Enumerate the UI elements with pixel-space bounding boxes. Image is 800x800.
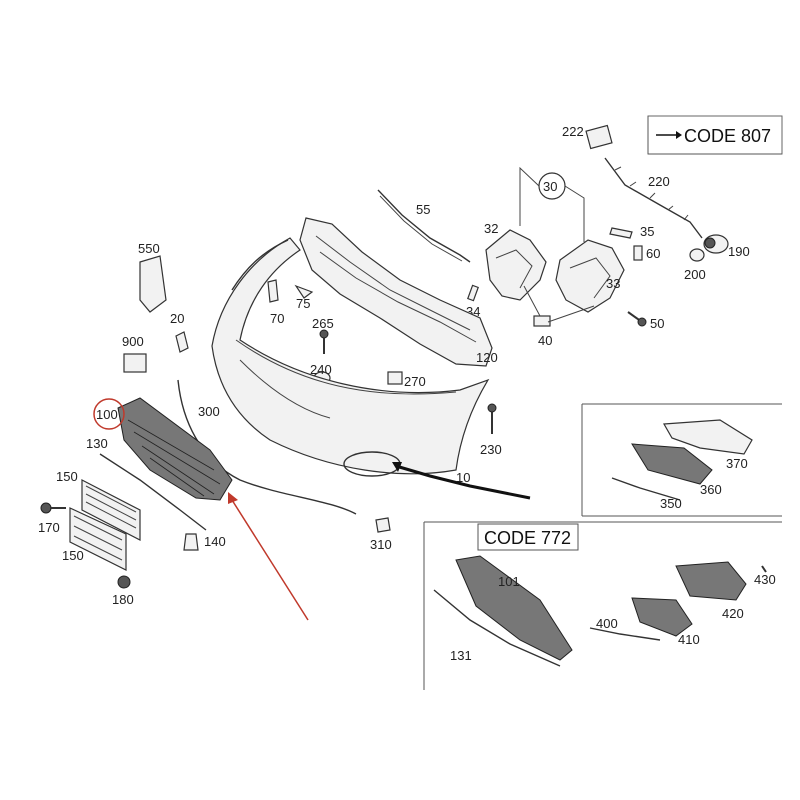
part-150-upper [81, 479, 141, 541]
part-270 [387, 371, 403, 385]
part-190-sensor [689, 234, 729, 262]
callout-120: 120 [476, 350, 498, 365]
callout-130: 130 [86, 436, 108, 451]
callout-131: 131 [450, 648, 472, 663]
part-170-screw [40, 502, 66, 514]
callout-75: 75 [296, 296, 310, 311]
part-140 [183, 533, 199, 551]
highlight-arrow [231, 499, 309, 621]
part-100-grille [117, 397, 233, 501]
callout-270: 270 [404, 374, 426, 389]
part-900 [123, 353, 147, 373]
callout-150-upper: 150 [56, 469, 78, 484]
code-772-box: CODE 772 [423, 521, 782, 690]
arrow-icon [228, 492, 238, 504]
callout-240: 240 [310, 362, 332, 377]
callout-550: 550 [138, 241, 160, 256]
code-807-label: CODE 807 [684, 126, 771, 146]
part-410 [631, 597, 693, 637]
callout-220: 220 [648, 174, 670, 189]
callout-40: 40 [538, 333, 552, 348]
callout-140: 140 [204, 534, 226, 549]
callout-33: 33 [606, 276, 620, 291]
part-420 [675, 561, 747, 601]
callout-900: 900 [122, 334, 144, 349]
part-350 [611, 477, 681, 501]
callout-310: 310 [370, 537, 392, 552]
callout-55: 55 [416, 202, 430, 217]
callout-170: 170 [38, 520, 60, 535]
code-772-label: CODE 772 [484, 528, 571, 548]
part-75 [294, 284, 314, 299]
part-230-screw [487, 403, 497, 434]
callout-222: 222 [562, 124, 584, 139]
callout-300: 300 [198, 404, 220, 419]
callout-20: 20 [170, 311, 184, 326]
callout-265: 265 [312, 316, 334, 331]
callout-430: 430 [754, 572, 776, 587]
callout-60: 60 [646, 246, 660, 261]
arrow-icon [392, 462, 402, 472]
part-70 [267, 279, 279, 303]
part-33-bracket [555, 239, 625, 313]
part-400 [589, 627, 661, 641]
part-370 [663, 419, 753, 455]
callout-70: 70 [270, 311, 284, 326]
part-10-bumper-cover [211, 237, 490, 477]
callout-100: 100 [96, 407, 118, 422]
part-200-ring [689, 248, 705, 262]
part-35 [609, 227, 633, 239]
callout-410: 410 [678, 632, 700, 647]
part-310 [375, 517, 391, 533]
callout-150-lower: 150 [62, 548, 84, 563]
callout-32: 32 [484, 221, 498, 236]
part-222-connector [585, 124, 613, 150]
part-360 [631, 443, 713, 485]
part-50-bolt [627, 311, 647, 327]
callout-35: 35 [640, 224, 654, 239]
callout-30: 30 [543, 179, 557, 194]
part-34 [467, 284, 479, 302]
part-265-screw [319, 329, 329, 354]
highlight-circle [93, 398, 125, 430]
callout-350: 350 [660, 496, 682, 511]
callout-10: 10 [456, 470, 470, 485]
part-32-bracket [485, 229, 547, 301]
callout-101: 101 [498, 574, 520, 589]
code-807-box: CODE 807 [647, 115, 783, 155]
inset-fog-lamp-box [581, 403, 782, 517]
part-101 [455, 555, 573, 661]
arrow-icon [676, 131, 682, 139]
part-220-harness [585, 124, 703, 239]
callout-360: 360 [700, 482, 722, 497]
callout-400: 400 [596, 616, 618, 631]
callout-50: 50 [650, 316, 664, 331]
callout-180: 180 [112, 592, 134, 607]
callout-420: 420 [722, 606, 744, 621]
part-20 [175, 331, 189, 353]
part-40 [533, 315, 551, 327]
callout-370: 370 [726, 456, 748, 471]
part-60 [633, 245, 643, 261]
part-180-nut [117, 575, 131, 589]
callout-200: 200 [684, 267, 706, 282]
part-120-carrier [299, 217, 493, 367]
part-550 [139, 255, 167, 313]
part-430 [761, 565, 767, 573]
callout-230: 230 [480, 442, 502, 457]
callout-190: 190 [728, 244, 750, 259]
part-131 [433, 589, 561, 667]
